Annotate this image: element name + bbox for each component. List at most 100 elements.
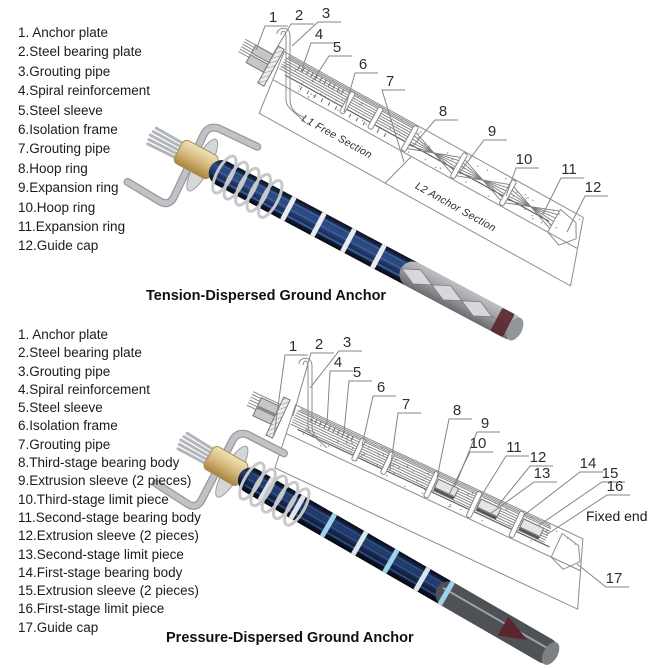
stipple-dot: [327, 445, 330, 447]
callout-number: 7: [386, 73, 394, 90]
legend-item: 9.Expansion ring: [18, 180, 119, 196]
legend-item: 6.Isolation frame: [18, 122, 118, 138]
stipple-dot: [531, 218, 534, 220]
legend-item: 1. Anchor plate: [18, 327, 109, 342]
legend-item: 12.Guide cap: [18, 238, 99, 254]
callout-leader: [566, 195, 608, 233]
callout-number: 14: [580, 455, 597, 472]
stipple-dot: [313, 94, 315, 97]
stipple-dot: [424, 158, 427, 161]
legend-item: 17.Guide cap: [18, 619, 99, 635]
callout-leader: [537, 481, 625, 527]
callout-number: 9: [488, 123, 496, 140]
tension-line-diagram: L1 Free Section L2 Anchor Section: [238, 38, 584, 287]
stipple-dot: [504, 177, 507, 180]
stipple-dot: [345, 442, 348, 444]
callout-leader: [545, 494, 630, 536]
stipple-dot: [407, 151, 410, 153]
stipple-dot: [305, 428, 307, 431]
legend-item: 4.Spiral reinforcement: [18, 83, 151, 99]
callout-leader: [505, 167, 539, 197]
stipple-dot: [421, 492, 424, 495]
stipple-dot: [310, 93, 312, 95]
callout-number: 11: [561, 161, 577, 178]
rounded-tip: [541, 642, 560, 665]
callout-number: 5: [353, 364, 361, 381]
callout-number: 4: [315, 26, 323, 43]
callout-number: 12: [585, 179, 602, 196]
legend-item: 13.Second-stage limit piece: [18, 546, 184, 562]
stipple-dot: [351, 442, 353, 445]
pressure-3d-render: [151, 429, 560, 665]
callout-leader: [542, 177, 584, 215]
legend-item: 8.Third-stage bearing body: [18, 455, 180, 471]
callout-number: 11: [506, 439, 522, 456]
legend-item: 15.Extrusion sleeve (2 pieces): [18, 583, 199, 599]
stipple-dot: [578, 218, 581, 221]
callout-number: 4: [334, 354, 342, 371]
maroon-band: [490, 308, 515, 337]
stipple-dot: [439, 167, 442, 170]
legend-item: 5.Steel sleeve: [18, 102, 103, 118]
legend-item: 2.Steel bearing plate: [18, 44, 142, 60]
frames-and-rings: [339, 91, 517, 207]
callout-leader: [273, 354, 308, 437]
stipple-dot: [525, 197, 528, 199]
callout-leader: [479, 455, 529, 499]
callout-leader: [522, 471, 603, 517]
stipple-dot: [297, 90, 300, 93]
stipple-dot: [530, 540, 532, 542]
spiral-coil: [238, 461, 311, 527]
legend-item: 11.Expansion ring: [18, 219, 126, 235]
legend-item: 11.Second-stage bearing body: [18, 509, 201, 525]
cable-strand-highlights: [215, 164, 407, 277]
callout-leader: [576, 563, 629, 588]
legend-item: 1. Anchor plate: [18, 25, 109, 40]
stipple-dot: [382, 454, 385, 456]
legend-item: 3.Grouting pipe: [18, 363, 111, 379]
stipple-dot: [524, 208, 526, 211]
protruding-strands: [146, 126, 184, 159]
stipple-dot: [449, 505, 452, 508]
stipple-dot: [487, 195, 490, 197]
rounded-tip: [506, 317, 524, 341]
callout-number: 6: [377, 379, 385, 396]
legend-item: 2.Steel bearing plate: [18, 345, 142, 361]
callout-leader: [255, 25, 288, 51]
callout-number: 3: [343, 334, 351, 351]
legend-item: 6.Isolation frame: [18, 418, 118, 434]
stipple-dot: [351, 447, 354, 450]
fixed-end-label: Fixed end: [586, 508, 648, 524]
stipple-dot: [524, 193, 527, 196]
callout-leader: [326, 370, 353, 425]
stipple-dot: [386, 474, 388, 477]
stipple-dot: [477, 165, 479, 167]
legend-item: 14.First-stage bearing body: [18, 564, 183, 580]
steel-bearing-plate: [265, 396, 291, 439]
stipple-dot: [319, 444, 322, 447]
callout-number: 13: [534, 465, 551, 482]
callout-leader: [300, 42, 334, 73]
stipple-dot: [486, 169, 489, 171]
steel-bearing-plate: [257, 45, 285, 87]
legend-item: 9.Extrusion sleeve (2 pieces): [18, 473, 192, 489]
callout-leader: [361, 395, 396, 447]
legend-item: 10.Hoop ring: [18, 199, 96, 215]
stipple-dot: [435, 166, 437, 169]
callout-number: 15: [602, 465, 619, 482]
stipple-dot: [392, 464, 395, 466]
stipple-dot: [531, 214, 533, 217]
strand-cross: [408, 140, 460, 166]
callout-number: 6: [359, 56, 367, 73]
cable-bands: [280, 196, 387, 269]
stipple-dot: [448, 505, 450, 508]
strand-ticks: [299, 86, 389, 139]
pressure-title: Pressure-Dispersed Ground Anchor: [166, 630, 414, 646]
legend-item: 12.Extrusion sleeve (2 pieces): [18, 528, 199, 544]
callout-leader: [436, 418, 472, 479]
callout-leader: [381, 89, 405, 163]
stipple-dot: [555, 226, 557, 229]
